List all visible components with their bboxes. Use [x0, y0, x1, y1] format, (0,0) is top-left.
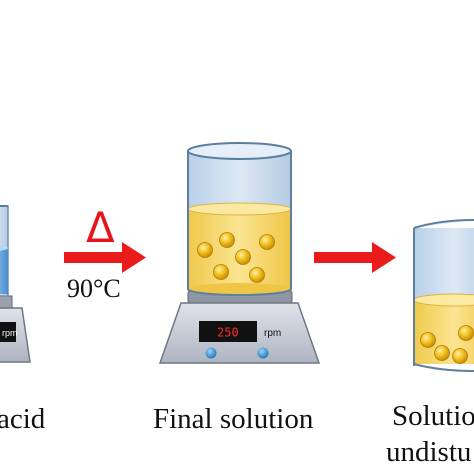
step2-rpm-value: 250: [217, 326, 239, 340]
step1-caption: acid: [0, 403, 46, 435]
delta-symbol-icon: Δ: [86, 203, 115, 252]
step1-rpm-unit: rpm: [2, 328, 18, 338]
step2-beaker: [187, 142, 292, 296]
step2-knob-left: [205, 347, 217, 359]
step2-rpm-unit: rpm: [264, 328, 281, 339]
heat-arrow: [64, 242, 146, 273]
step2-stirrer: [158, 290, 321, 364]
temperature-label: 90°C: [67, 274, 121, 303]
step2-caption: Final solution: [153, 403, 314, 435]
step1-stirrer: [0, 295, 31, 363]
step3-beaker: [413, 219, 474, 372]
step3-caption-line1: Solutio: [392, 400, 474, 432]
right-arrow-icon: [314, 242, 396, 273]
step2-knob-right: [257, 347, 269, 359]
step3-caption-line2: undistu: [386, 436, 471, 468]
step1-beaker: [0, 205, 9, 297]
